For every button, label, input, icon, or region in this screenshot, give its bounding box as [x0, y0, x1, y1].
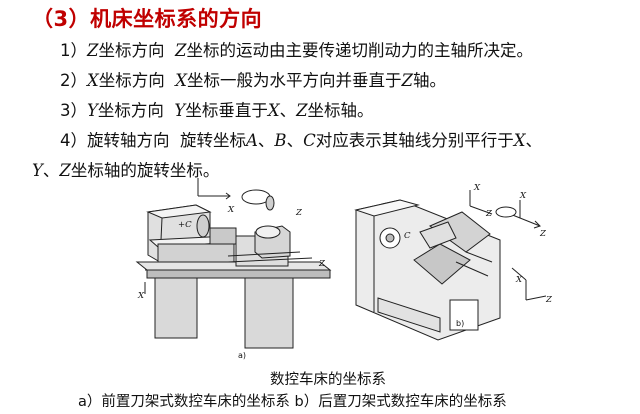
right-sub-label: b) — [456, 319, 464, 328]
item-body: 坐标的运动由主要传递切削动力的主轴所决定。 — [186, 41, 533, 60]
item-z-direction: 1）Z坐标方向 Z坐标的运动由主要传递切削动力的主轴所决定。 — [60, 40, 533, 62]
left-c-label: +C — [178, 220, 192, 230]
item-x-direction: 2）X坐标方向 X坐标一般为水平方向并垂直于Z轴。 — [60, 70, 446, 92]
axis-letter: B — [274, 131, 287, 150]
left-z-top-label: Z — [295, 208, 303, 218]
item-y-direction: 3）Y坐标方向 Y坐标垂直于X、Z坐标轴。 — [60, 100, 374, 122]
item-body: 坐标垂直于 — [185, 101, 268, 120]
axis-letter: Y — [174, 101, 186, 120]
item-body-tail: 、 — [279, 101, 297, 120]
separator: 、 — [42, 161, 60, 180]
item-body: 对应表示其轴线分别平行于 — [315, 131, 514, 150]
axis-letter: C — [303, 131, 316, 150]
axis-letter: Y — [32, 161, 43, 180]
right-x-bottom-label: X — [515, 275, 523, 285]
item-body: 坐标一般为水平方向并垂直于 — [187, 71, 402, 90]
item-number: 3） — [60, 101, 87, 120]
item-label: 坐标方向 — [98, 41, 165, 60]
axis-letter: Z — [87, 41, 99, 60]
item-rotation-continuation: Y、Z坐标轴的旋转坐标。 — [32, 160, 219, 182]
figure-caption-title: 数控车床的坐标系 — [270, 372, 386, 388]
axis-letter: Z — [59, 161, 71, 180]
axis-letter: Z — [174, 41, 187, 60]
right-x-side-label: X — [519, 191, 527, 201]
separator: 、 — [286, 131, 304, 150]
left-x-bottom-label: X — [137, 291, 145, 301]
left-x-top-label: X — [227, 205, 235, 215]
item-number: 1） — [60, 41, 87, 60]
item-rotation-direction: 4）旋转轴方向 旋转坐标A、B、C对应表示其轴线分别平行于X、 — [60, 130, 542, 152]
item-body: 旋转坐标 — [180, 131, 246, 150]
item-label: 坐标方向 — [97, 101, 164, 120]
axis-letter: X — [87, 71, 99, 90]
item-number: 4） — [60, 131, 87, 150]
axis-letter: A — [246, 131, 258, 150]
axis-letter: Y — [87, 101, 98, 120]
right-x-top-label: X — [473, 183, 481, 193]
figure-caption-subtitle: a）前置刀架式数控车床的坐标系 b）后置刀架式数控车床的坐标系 — [78, 394, 507, 410]
left-z-bottom-label: Z — [318, 259, 326, 269]
right-z-top-label: Z — [485, 209, 493, 219]
front-lathe-illustration — [135, 178, 332, 349]
separator: 、 — [525, 131, 542, 150]
item-body: 坐标轴的旋转坐标。 — [70, 161, 220, 180]
axis-letter: X — [175, 71, 187, 90]
left-sub-label: a) — [238, 351, 246, 360]
axis-letter: X — [513, 131, 526, 150]
right-c-label: C — [404, 231, 411, 241]
rear-lathe-illustration — [354, 190, 547, 341]
item-label: 旋转轴方向 — [87, 131, 170, 150]
item-body-tail: 轴。 — [412, 71, 446, 90]
separator: 、 — [257, 131, 275, 150]
right-z-bottom-label: Z — [545, 295, 553, 305]
item-label: 坐标方向 — [98, 71, 165, 90]
axis-letter: Z — [401, 71, 413, 90]
axis-letter: X — [267, 101, 280, 120]
right-z-side-label: Z — [539, 229, 547, 239]
axis-letter: Z — [296, 101, 308, 120]
item-body-tail: 坐标轴。 — [307, 101, 374, 120]
section-heading: （3）机床坐标系的方向 — [32, 7, 263, 31]
item-number: 2） — [60, 71, 87, 90]
